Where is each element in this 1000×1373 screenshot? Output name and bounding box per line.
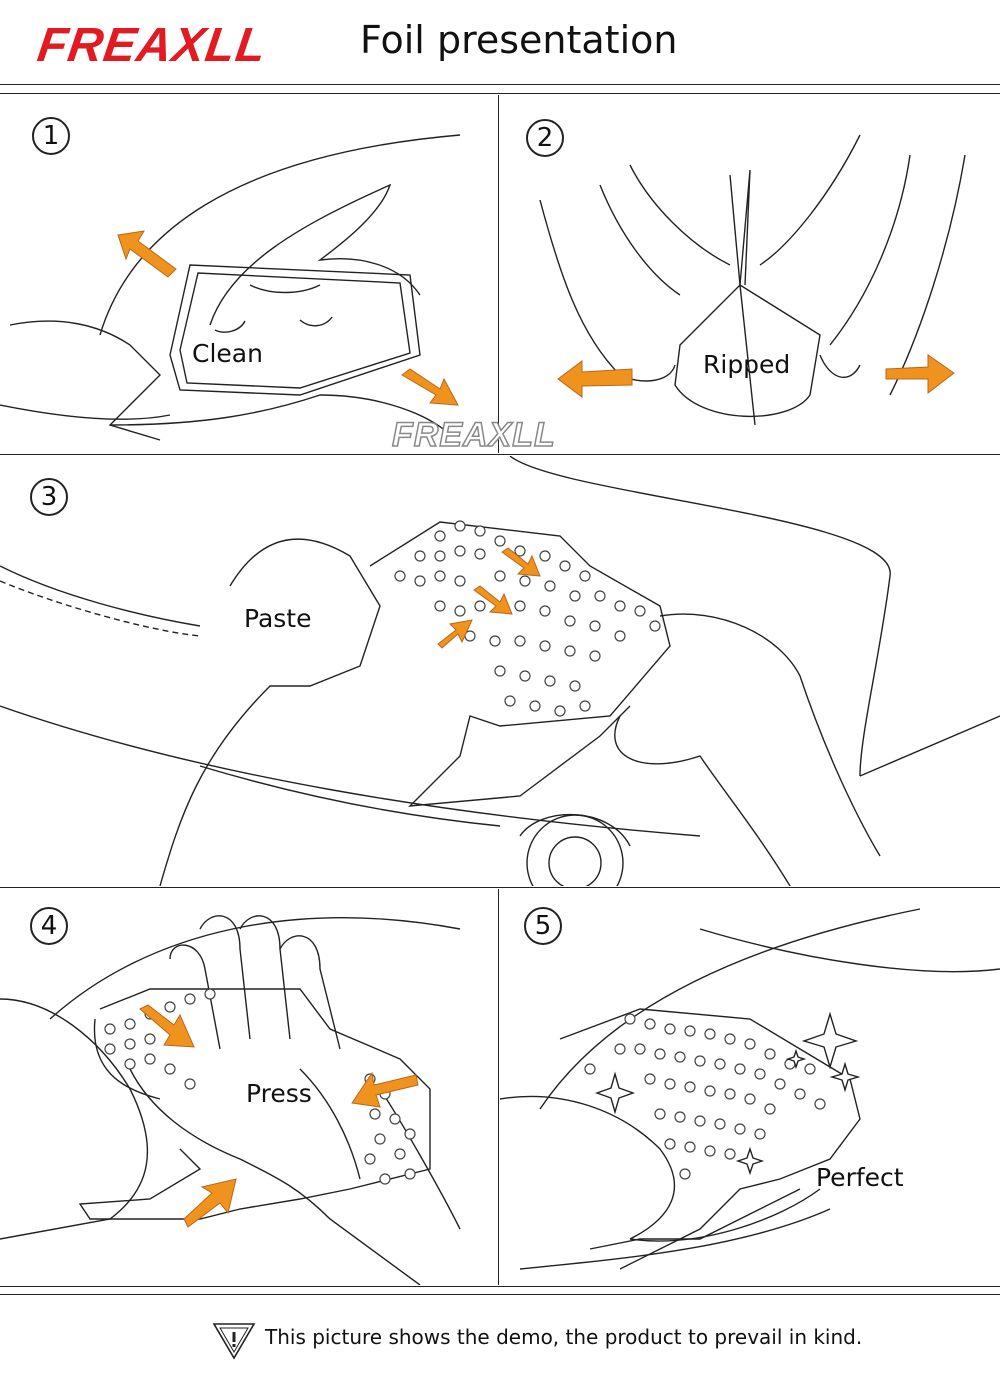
- brand-logo: FREAXLL: [34, 19, 271, 72]
- header-divider-top: [0, 84, 1000, 85]
- arrow-icon: [557, 360, 633, 398]
- panel-divider: [498, 95, 499, 453]
- step-1-caption: Clean: [192, 339, 263, 368]
- step-3-illustration: [0, 456, 1000, 886]
- step-5-illustration: [500, 908, 1000, 1270]
- step-1-number: 1: [32, 117, 70, 155]
- step-5-panel: 5 Perfect: [500, 889, 1000, 1285]
- step-5-caption: Perfect: [816, 1163, 904, 1192]
- arrow-icon: [437, 619, 473, 649]
- step-2-caption: Ripped: [703, 350, 791, 379]
- disclaimer-text: This picture shows the demo, the product…: [265, 1325, 863, 1349]
- step-2-panel: 2 Ripped: [500, 95, 1000, 453]
- step-4-caption: Press: [246, 1079, 312, 1108]
- header-divider-bottom: [0, 93, 1000, 94]
- footer-divider: [0, 1294, 1000, 1295]
- arrow-icon: [885, 354, 955, 395]
- step-3-panel: 3 Paste: [0, 456, 1000, 886]
- page-title: Foil presentation: [360, 18, 678, 62]
- row-divider: [0, 887, 1000, 888]
- step-2-illustration: [539, 134, 966, 426]
- step-2-number: 2: [526, 119, 564, 157]
- warning-icon: [212, 1323, 256, 1360]
- row-divider: [0, 454, 1000, 455]
- arrow-icon: [183, 1178, 237, 1228]
- step-1-illustration: [0, 134, 461, 441]
- step-3-number: 3: [30, 478, 68, 516]
- arrow-icon: [139, 1004, 195, 1048]
- step-4-illustration: [0, 915, 461, 1285]
- arrow-icon: [117, 230, 177, 278]
- step-4-panel: 4 Press: [0, 889, 498, 1285]
- arrow-icon: [401, 368, 459, 406]
- header: FREAXLL Foil presentation: [0, 0, 1000, 86]
- step-4-number: 4: [30, 907, 68, 945]
- row-divider: [0, 1286, 1000, 1287]
- arrow-icon: [351, 1071, 419, 1108]
- step-1-panel: 1 Clean: [0, 95, 498, 453]
- arrow-icon: [501, 547, 541, 577]
- panel-divider: [498, 889, 499, 1285]
- watermark-logo: FREAXLL: [391, 415, 556, 455]
- step-3-caption: Paste: [244, 604, 312, 633]
- arrow-icon: [473, 585, 513, 615]
- step-5-number: 5: [524, 907, 562, 945]
